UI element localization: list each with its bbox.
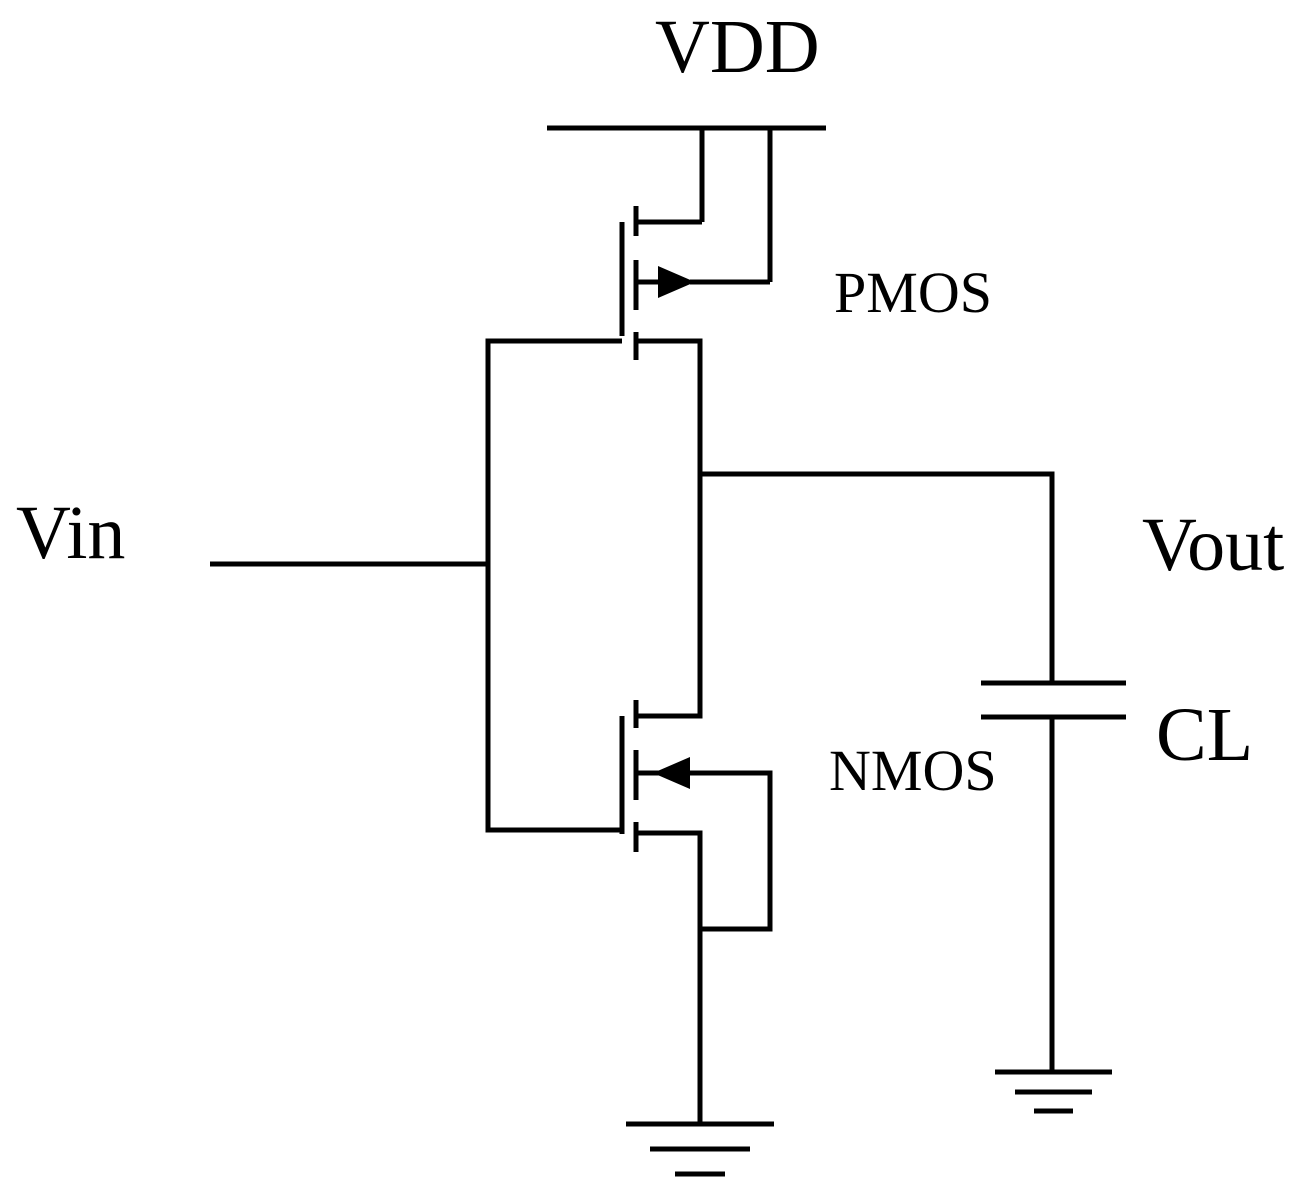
nmos-label: NMOS (829, 738, 997, 803)
output-network (700, 471, 1055, 683)
vdd-rail (547, 125, 826, 282)
capacitor-ground-icon (995, 1069, 1112, 1114)
pmos-arrow-icon (658, 266, 695, 298)
vdd-label: VDD (655, 5, 820, 89)
vin-label: Vin (16, 491, 125, 575)
nmos-transistor (619, 700, 773, 1124)
nmos-arrow-icon (653, 757, 690, 789)
vout-label: Vout (1142, 503, 1284, 587)
pmos-label: PMOS (834, 260, 992, 325)
input-network (210, 338, 622, 833)
nmos-ground-icon (626, 1121, 774, 1177)
cl-label: CL (1156, 693, 1253, 777)
load-capacitor (981, 680, 1126, 1072)
pmos-transistor (619, 206, 770, 719)
